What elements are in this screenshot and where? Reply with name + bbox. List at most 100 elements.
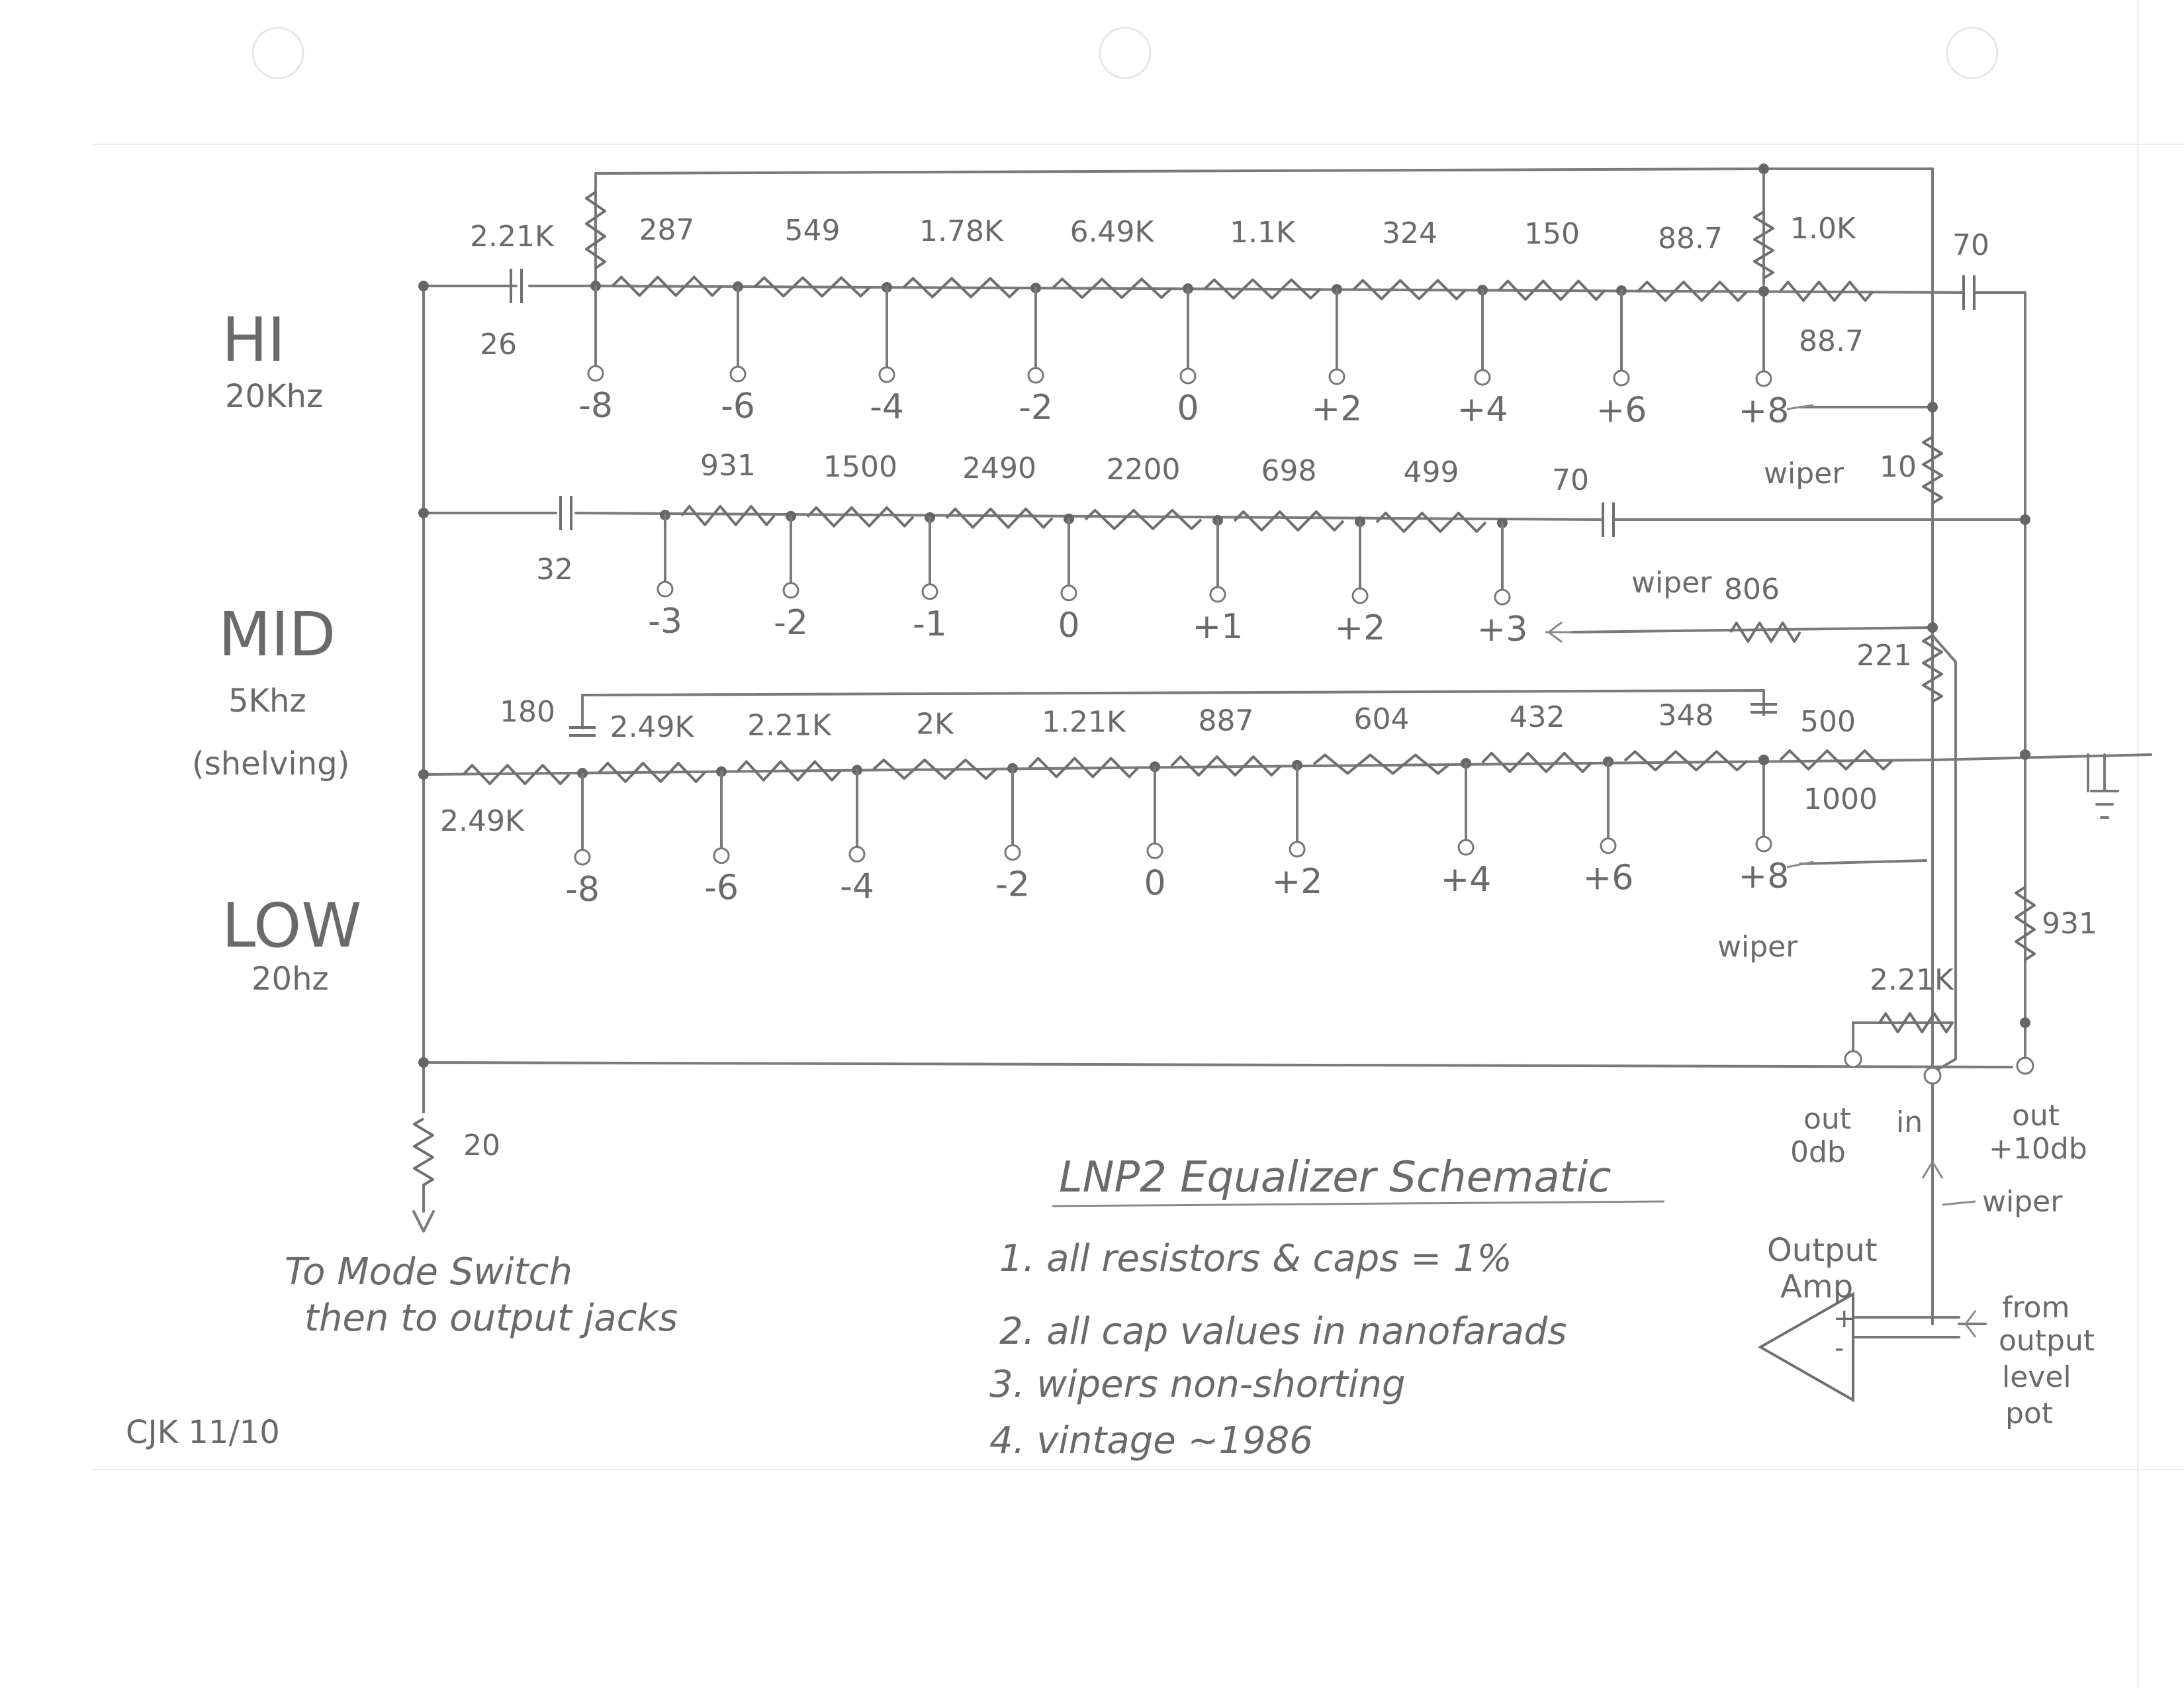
junction-7: [2020, 514, 2030, 525]
mid-resistor-1: [806, 506, 915, 528]
mid-tap-4: [1209, 586, 1226, 603]
low-resistor-4: [1170, 755, 1282, 777]
hi-tap-6: [1474, 369, 1491, 386]
section-labels: HI 20Khz MID 5Khz (shelving) LOW 20hz: [192, 305, 361, 998]
amp-minus: -: [1835, 1333, 1844, 1364]
hi-resistor-4: [1203, 278, 1322, 300]
mid-wiper-resistor-symbol: [1729, 622, 1801, 643]
junction-0: [418, 281, 429, 291]
junction-11: [1758, 755, 1769, 765]
mid-resistor-label-1: 1500: [823, 450, 897, 484]
mid-wiper-resistor: 806: [1724, 573, 1780, 606]
output-jack-0: [1844, 1050, 1862, 1068]
hi-resistor-label-2: 1.78K: [919, 214, 1004, 248]
schematic-title: LNP2 Equalizer Schematic: [1059, 1153, 1612, 1202]
low-tap-4: [1146, 842, 1163, 859]
r-10-label: 10: [1880, 450, 1917, 484]
low-resistor-5: [1312, 753, 1451, 775]
hi-resistor-label-3: 6.49K: [1070, 215, 1155, 249]
junction-6: [1927, 622, 1938, 633]
low-resistor-label-6: 432: [1510, 700, 1565, 734]
bottom-resistor-label: 20: [463, 1129, 500, 1162]
hi-tap-3: [1027, 367, 1044, 384]
low-resistor-6: [1481, 751, 1593, 773]
low-tap-2: [848, 845, 866, 863]
r-931-symbol: [2015, 886, 2036, 961]
low-end-resistor-symbol: [1779, 749, 1894, 771]
low-freq: 20hz: [251, 961, 329, 998]
note-2: 2. all cap values in nanofarads: [999, 1310, 1567, 1353]
low-top-cap: 180: [500, 695, 555, 729]
paper-ruling: [93, 0, 2184, 1688]
r-10-symbol: [1922, 436, 1943, 504]
out-10db-label-1: out: [2012, 1099, 2060, 1133]
hi-resistor-2: [902, 277, 1021, 299]
hi-tap-label-8: +8: [1739, 391, 1790, 431]
amp-plus: +: [1833, 1303, 1856, 1334]
mode-switch-line-1: To Mode Switch: [285, 1250, 572, 1293]
title-block: LNP2 Equalizer Schematic 1. all resistor…: [989, 1153, 1665, 1462]
mid-tap-label-2: -1: [913, 604, 947, 644]
hi-tap-0: [587, 365, 604, 382]
mid-resistor-label-0: 931: [700, 449, 756, 483]
low-tap-6: [1457, 839, 1475, 856]
mid-tap-label-4: +1: [1193, 607, 1244, 647]
mode-switch-line-2: then to output jacks: [304, 1297, 678, 1340]
hi-tap-2: [878, 366, 895, 383]
low-tap-label-7: +6: [1583, 859, 1634, 898]
hi-tap-8: [1755, 370, 1772, 387]
hi-label: HI: [222, 305, 285, 375]
hi-input-cap: 26: [480, 328, 517, 361]
hi-resistor-label-4: 1.1K: [1230, 216, 1296, 250]
low-tap-label-6: +4: [1441, 860, 1492, 900]
low-tap-1: [713, 847, 730, 865]
junction-4: [1758, 164, 1769, 174]
mid-freq: 5Khz: [228, 682, 306, 720]
output-amp: + - Output Amp: [1757, 1232, 1878, 1403]
output-labels: out 0db in out +10db wiper: [1790, 1099, 2087, 1219]
out-0db-label-1: out: [1803, 1102, 1851, 1136]
hi-resistor-0: [611, 275, 723, 297]
hi-out-resistor-symbol: [1779, 281, 1874, 302]
r-221-symbol: [1922, 634, 1943, 703]
out-0db-label-2: 0db: [1790, 1135, 1846, 1169]
low-tap-label-3: -2: [995, 865, 1030, 905]
level-pot-line-1: from: [2002, 1291, 2070, 1325]
component-labels: 2.21K 26 88.7 1.0K 88.7 70 32 70 wiper 8…: [440, 212, 2097, 1162]
low-resistor-label-1: 2.21K: [747, 709, 832, 743]
hi-tap-5: [1328, 368, 1345, 385]
hi-tap-4: [1179, 367, 1197, 385]
low-tap-0: [574, 849, 591, 866]
r-221-label: 221: [1856, 639, 1912, 673]
mid-tap-2: [921, 583, 938, 600]
hi-freq: 20Khz: [225, 378, 323, 415]
mid-input-cap: 32: [536, 553, 573, 586]
low-tap-5: [1289, 841, 1306, 858]
out-10db-label-2: +10db: [1989, 1132, 2087, 1166]
hi-resistor-3: [1051, 277, 1173, 299]
hi-resistor-5: [1352, 279, 1467, 301]
mid-tap-label-1: -2: [774, 603, 808, 643]
mid-resistor-label-4: 698: [1261, 454, 1317, 488]
amp-label-1: Output: [1767, 1232, 1878, 1269]
junction-1: [418, 508, 429, 518]
mid-tap-5: [1351, 587, 1369, 604]
hi-resistor-1: [753, 276, 872, 298]
low-tap-label-8: +8: [1739, 857, 1790, 896]
r-221k-label: 2.21K: [1870, 963, 1954, 997]
low-input-resistor: 2.49K: [440, 804, 525, 838]
level-pot-line-4: pot: [2005, 1397, 2053, 1430]
hi-tap-label-4: 0: [1177, 389, 1199, 428]
low-resistor-label-0: 2.49K: [610, 710, 695, 744]
mid-label: MID: [218, 599, 336, 670]
mid-tap-label-3: 0: [1058, 606, 1079, 645]
low-tap-label-0: -8: [565, 870, 600, 910]
amp-wiper-label: wiper: [1982, 1185, 2063, 1219]
mode-switch-note: To Mode Switch then to output jacks: [285, 1250, 678, 1340]
ground-symbol: [2090, 753, 2119, 819]
hi-resistor-label-1: 549: [785, 214, 841, 248]
low-resistor-label-4: 887: [1199, 704, 1254, 737]
mid-resistor-0: [680, 504, 776, 526]
hi-tap-label-0: -8: [578, 386, 613, 426]
mid-resistor-4: [1233, 510, 1345, 532]
